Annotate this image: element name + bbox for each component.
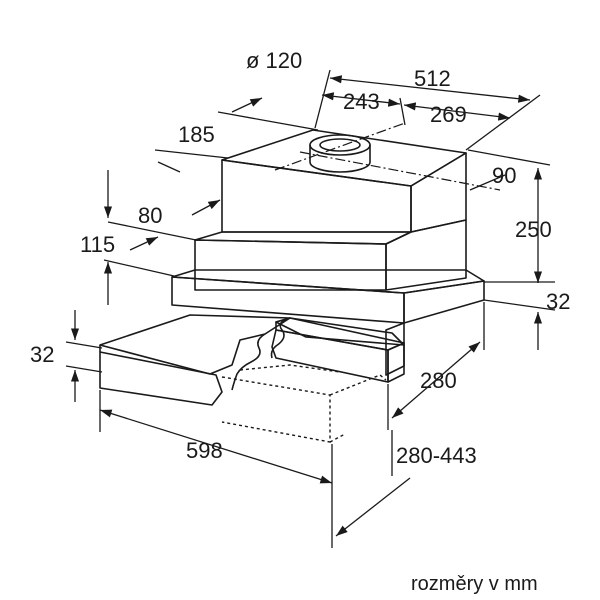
dimension-labels: ø 120 512 243 269 185 90 250 80 115 32 3… [30,48,570,468]
ext-line-185 [217,111,319,131]
label-width-front: 598 [186,438,223,463]
chimney-side-face [410,152,467,233]
break-wave-right [270,317,291,359]
label-depth-280: 280 [420,368,457,393]
dim-line-512 [329,75,531,103]
drawer-extended-front [221,376,331,443]
dim-line-598 [99,409,333,484]
ext-line-512-left [314,69,331,129]
centre-line-depth [274,122,406,171]
label-depth-right: 90 [492,163,516,188]
units-caption: rozměry v mm [411,573,538,595]
label-width-top: 512 [414,66,451,91]
frame-side-face [403,280,485,324]
drawer-extended-back [239,364,341,373]
label-front-32: 32 [30,342,54,367]
label-duct-diameter: ø 120 [246,48,302,73]
ext-line-90 [467,149,551,166]
dim-line-269 [403,102,511,121]
ext-line-32-front-bottom [65,365,103,373]
drawer-extended-side [329,433,346,443]
drawer-front-right-top [275,317,405,351]
dim-arrow-115 [129,236,159,251]
label-depth-left: 185 [178,122,215,147]
drawer-tray-left [99,314,291,375]
ext-line-115 [103,259,175,277]
ext-line-centre [399,97,406,126]
ext-line-80 [107,221,197,241]
ext-line-32-right [483,299,556,311]
chimney-front-face [221,159,412,233]
step-front-face [194,239,387,291]
duct-outlet-top [309,134,371,156]
step-side-face [385,219,467,291]
duct-outlet-inner [319,138,361,152]
dim-arrow-185-top [231,97,263,113]
ext-line-185-bottom [154,149,229,159]
drawer-extended-top [329,374,387,396]
label-chimney-height: 250 [515,217,552,242]
label-frame-32: 32 [546,289,570,314]
dim-line-90 [469,174,506,191]
dimension-lines [65,69,556,548]
label-step-80: 80 [138,203,162,228]
centre-line-width [299,151,501,191]
dim-line-280-443 [335,477,411,537]
label-offset-left: 243 [343,89,380,114]
ext-line-32-front-top [65,341,103,349]
label-step-115: 115 [80,232,115,257]
ext-line-512-right [465,94,541,151]
drawer-front-left [99,351,223,406]
duct-outlet-side [309,145,371,173]
drawer-front-right [271,329,389,383]
dim-line-280 [391,341,481,419]
tick-185 [157,161,181,173]
drawer-front-right-side [387,342,405,383]
dim-arrow-80 [191,199,221,216]
dim-line-243 [321,92,401,107]
label-depth-range: 280-443 [396,443,477,468]
hood-body [99,122,501,443]
label-offset-right: 269 [430,102,467,127]
